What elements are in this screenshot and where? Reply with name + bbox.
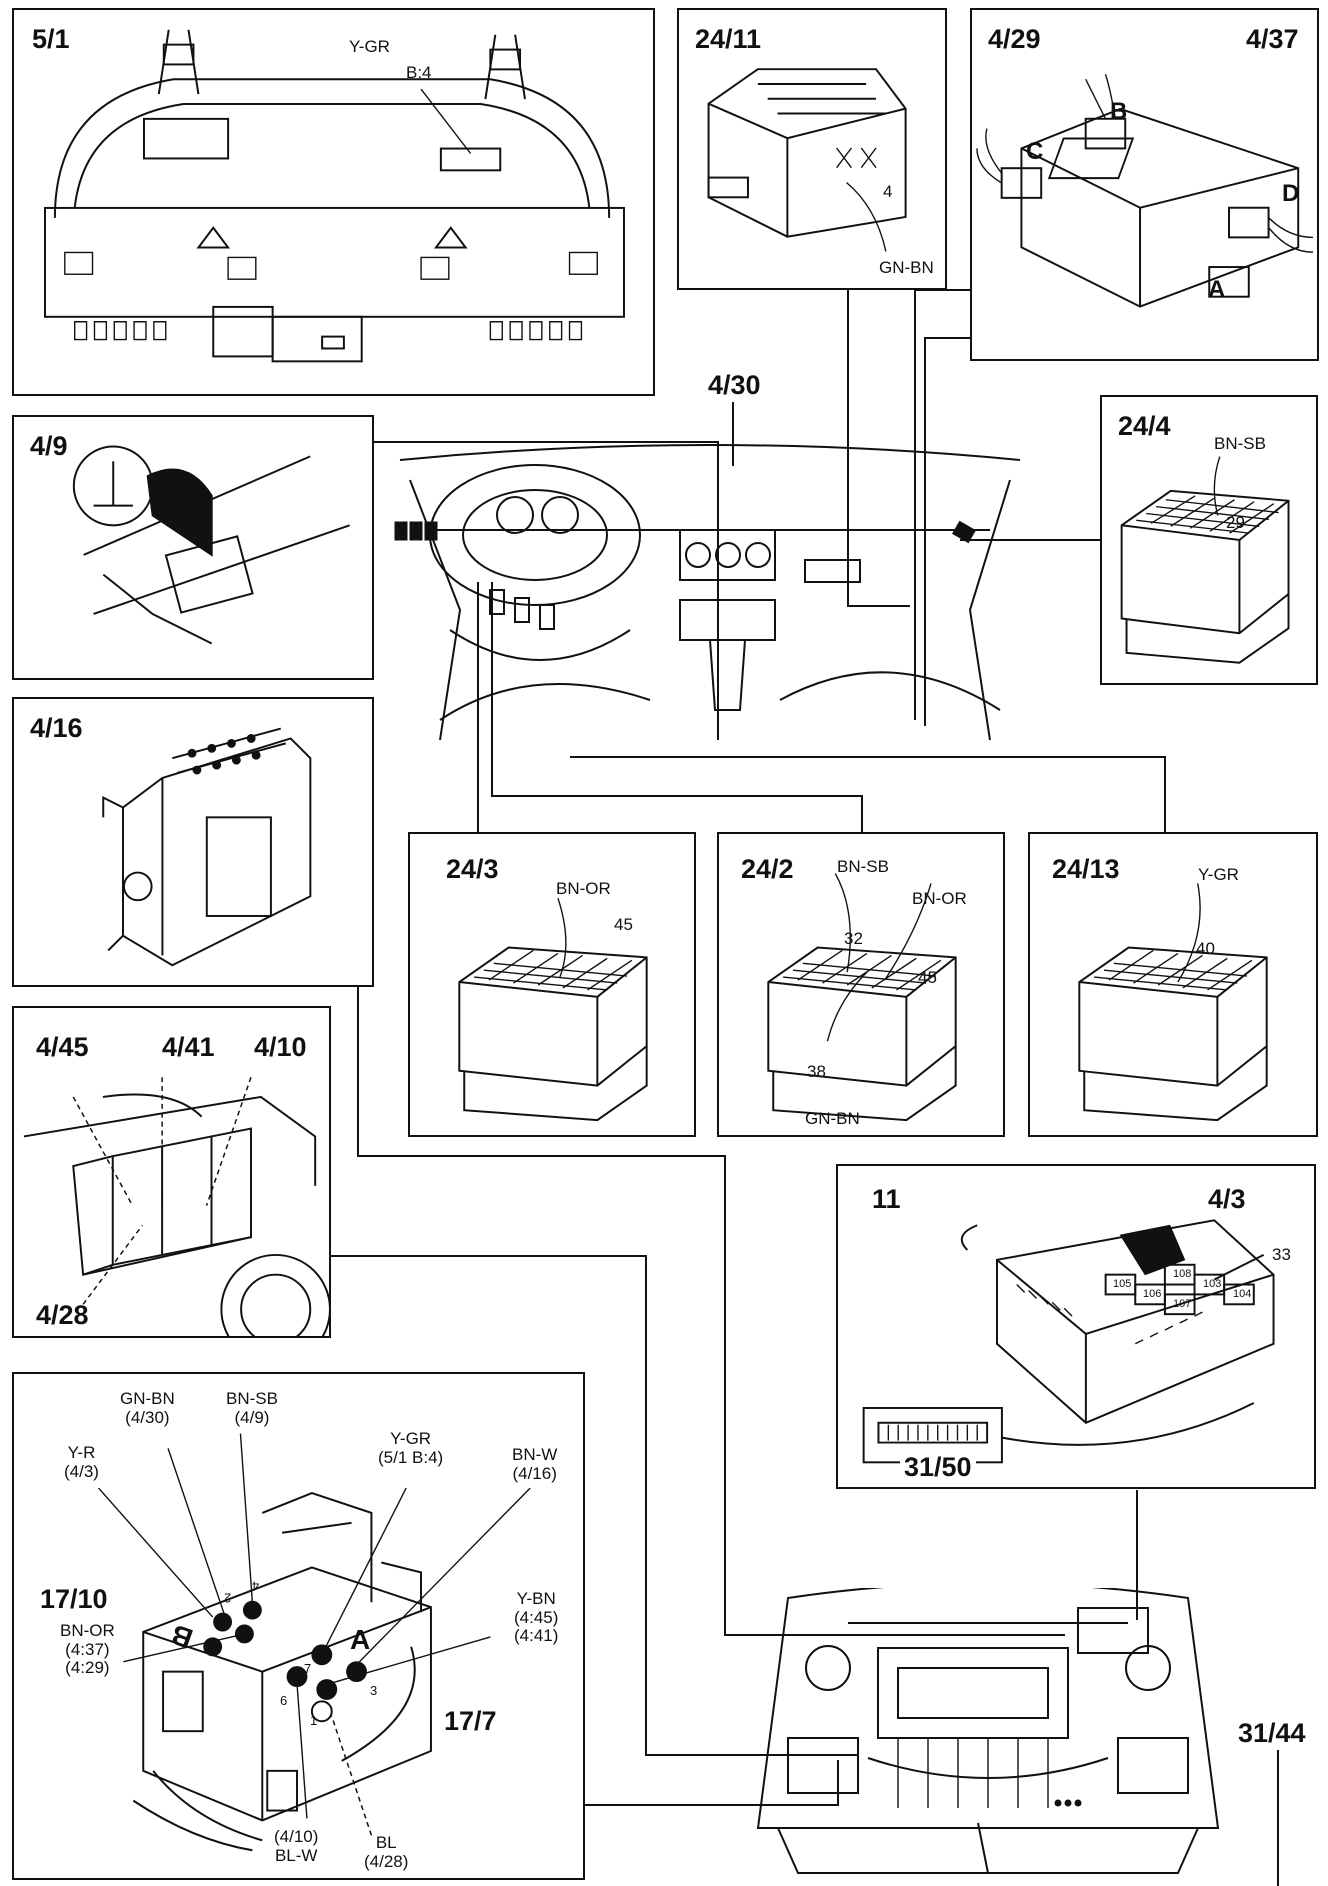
ref-11: 11	[872, 1184, 901, 1214]
panel-connector-24-2: 24/2 BN-SB BN-OR 32 45 38 GN-BN	[717, 832, 1005, 1137]
panel-control-module: 4/29 4/37 B C D A	[970, 8, 1319, 361]
dashboard-illustration	[394, 444, 1021, 741]
engine-bay-illustration	[756, 1588, 1220, 1874]
callout-4-30: 4/30	[708, 370, 761, 400]
panel-relay-24-11: 24/11 4 GN-BN	[677, 8, 947, 290]
pin-7: 7	[304, 1661, 312, 1676]
ref-17-7: 17/7	[444, 1706, 497, 1736]
label-gn-bn: GN-BN	[879, 258, 934, 277]
panel-module-4-16: 4/16	[12, 697, 374, 987]
ref-24-4: 24/4	[1118, 411, 1171, 441]
connector-b: B	[1110, 98, 1128, 125]
connector-c: C	[1026, 138, 1044, 165]
wire-bn-or: BN-OR (4:37) (4:29)	[60, 1621, 115, 1678]
wire-bn-sb: BN-SB (4/9)	[226, 1389, 278, 1427]
pin-1: 1	[310, 1713, 318, 1728]
fuse-105: 105	[1113, 1278, 1132, 1290]
panel-fusebox: 11 4/3 33 105 106 107 103 104 108 31/50	[836, 1164, 1316, 1489]
ref-24-3: 24/3	[446, 854, 499, 884]
socket-a-label: A	[350, 1624, 371, 1655]
ref-4-37: 4/37	[1246, 24, 1299, 54]
label-pin-4: 4	[883, 182, 893, 201]
ref-4-3: 4/3	[1208, 1184, 1246, 1214]
panel-diagnostic-unit: 17/10 17/7 A B GN-BN (4/30) BN-SB (4/9) …	[12, 1372, 585, 1880]
connector-a: A	[1208, 276, 1226, 303]
pin-45: 45	[614, 915, 633, 934]
label-y-gr: Y-GR	[349, 37, 390, 56]
wire-y-r: Y-R (4/3)	[64, 1443, 99, 1481]
wire-y-gr: Y-GR	[1198, 865, 1239, 884]
pin-40: 40	[1196, 939, 1215, 958]
pin-38: 38	[807, 1062, 826, 1081]
panel-switches: 4/45 4/41 4/10 4/28	[12, 1006, 331, 1338]
panel-connector-24-3: 24/3 BN-OR 45	[408, 832, 696, 1137]
fuse-108: 108	[1173, 1268, 1192, 1280]
ref-4-16: 4/16	[30, 713, 83, 743]
panel-ground-point: 4/9	[12, 415, 374, 680]
connector-d: D	[1282, 180, 1300, 207]
ref-4-29: 4/29	[988, 24, 1041, 54]
panel-instrument-cluster: 5/1 Y-GR B:4	[12, 8, 655, 396]
callout-31-44: 31/44	[1238, 1718, 1306, 1748]
panel-connector-24-4: 24/4 BN-SB 29	[1100, 395, 1318, 685]
pin-4: 4	[252, 1578, 260, 1594]
instrument-cluster-drawing	[44, 29, 625, 363]
ref-4-10: 4/10	[254, 1032, 307, 1062]
pin-2: 2	[224, 1590, 232, 1606]
ref-4-9: 4/9	[30, 431, 68, 461]
label-b4: B:4	[406, 63, 432, 82]
wire-bl-w: (4/10) BL-W	[274, 1827, 319, 1865]
wire-bn-or: BN-OR	[912, 889, 967, 908]
pin-29: 29	[1226, 513, 1245, 532]
pin-8: 8	[246, 1600, 254, 1616]
ref-24-13: 24/13	[1052, 854, 1120, 884]
wire-gn-bn: GN-BN	[805, 1109, 860, 1128]
ref-24-2: 24/2	[741, 854, 794, 884]
wire-bl: BL (4/28)	[364, 1833, 409, 1871]
wire-gn-bn: GN-BN (4/30)	[120, 1389, 175, 1427]
pin-3: 3	[370, 1683, 378, 1698]
fuse-104: 104	[1233, 1288, 1252, 1300]
fuse-106: 106	[1143, 1288, 1162, 1300]
wire-bn-sb: BN-SB	[837, 857, 889, 876]
pin-32: 32	[844, 929, 863, 948]
panel-connector-24-13: 24/13 Y-GR 40	[1028, 832, 1318, 1137]
ref-31-50: 31/50	[900, 1454, 976, 1481]
fuse-103: 103	[1203, 1278, 1222, 1290]
pin-45: 45	[918, 968, 937, 987]
ref-4-45: 4/45	[36, 1032, 89, 1062]
ref-4-28: 4/28	[36, 1300, 89, 1330]
wire-bn-sb: BN-SB	[1214, 434, 1266, 453]
pin-33: 33	[1272, 1245, 1291, 1264]
ref-4-41: 4/41	[162, 1032, 215, 1062]
wire-bn-or: BN-OR	[556, 879, 611, 898]
fuse-107: 107	[1173, 1298, 1192, 1310]
wire-y-bn: Y-BN (4:45) (4:41)	[514, 1589, 559, 1646]
pin-6: 6	[280, 1693, 288, 1708]
ref-5-1: 5/1	[32, 24, 70, 54]
ref-17-10: 17/10	[40, 1584, 108, 1614]
ref-24-11: 24/11	[695, 24, 762, 54]
wire-bn-w: BN-W (4/16)	[512, 1445, 558, 1483]
wire-y-gr: Y-GR (5/1 B:4)	[378, 1429, 444, 1467]
